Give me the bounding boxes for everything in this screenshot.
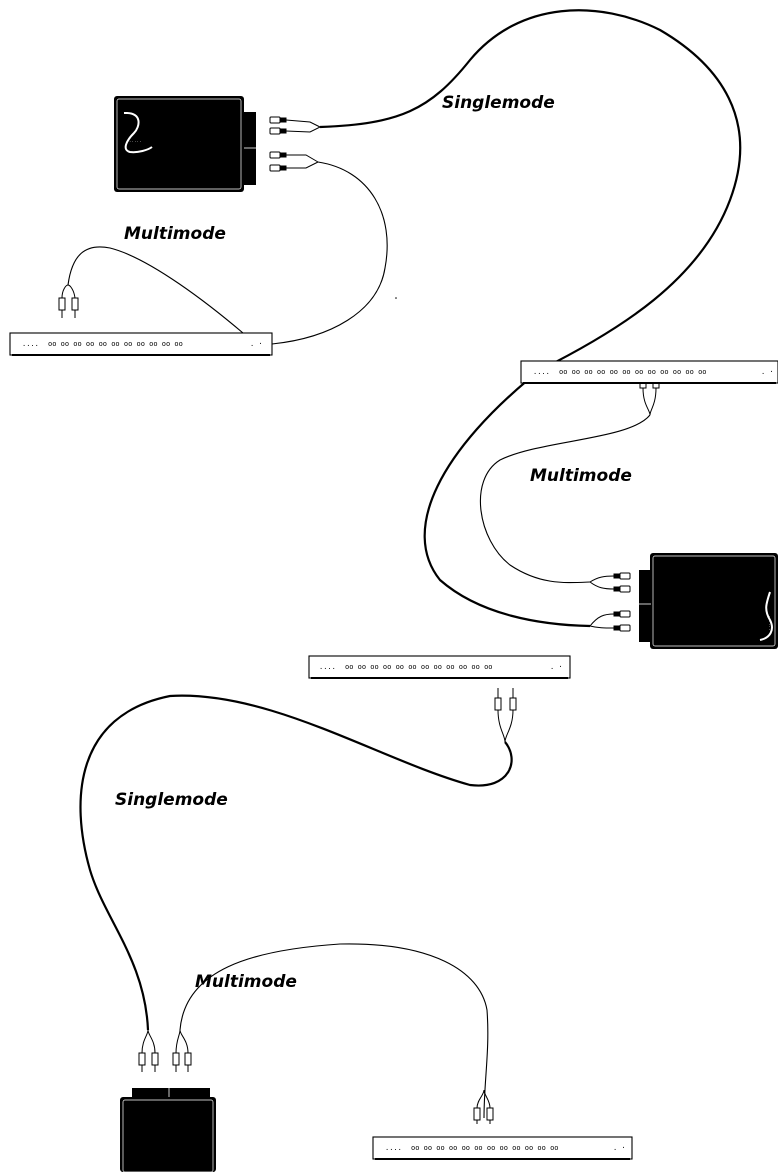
stray-dot <box>395 297 397 299</box>
connector-group-top-left-switch <box>58 297 79 318</box>
label-multimode-top-left: Multimode <box>124 224 226 244</box>
label-singlemode-top: Singlemode <box>442 93 555 113</box>
switch-bottom <box>372 1136 633 1160</box>
media-converter-right: · · · · · · <box>639 553 778 649</box>
multimode-cable-bottom <box>179 943 489 1119</box>
singlemode-cable-bottom <box>79 694 513 1031</box>
split-right-switch <box>642 387 657 416</box>
connector-group-middle-switch <box>494 688 517 711</box>
label-singlemode-bottom: Singlemode <box>115 790 228 810</box>
connectors <box>58 116 660 1124</box>
switch-bottom-text: .... oo oo oo oo oo oo oo oo oo oo oo oo… <box>373 1137 632 1159</box>
singlemode-cable-top <box>319 9 742 628</box>
cables <box>61 9 742 1119</box>
swoosh-logo-right <box>759 591 773 641</box>
status-dots: . · <box>761 368 774 376</box>
label-multimode-right: Multimode <box>530 466 632 486</box>
status-dots: . · <box>613 1144 626 1152</box>
multimode-cable-right <box>479 414 651 584</box>
connector-group-right-converter <box>613 572 631 632</box>
connector-group-bottom-converter <box>138 1052 192 1072</box>
connector-group-bottom-switch <box>473 1107 494 1124</box>
switch-middle <box>308 655 571 679</box>
led-indicators: .... <box>22 340 39 348</box>
switch-middle-text: .... oo oo oo oo oo oo oo oo oo oo oo oo… <box>309 656 570 678</box>
svg-text:· · · · · ·: · · · · · · <box>127 139 141 144</box>
switch-right <box>520 360 778 384</box>
status-dots: . · <box>250 340 263 348</box>
split-top-left-multimode <box>286 154 319 169</box>
led-indicators: .... <box>533 368 550 376</box>
switch-top-left <box>9 332 273 356</box>
status-dots: . · <box>550 663 563 671</box>
split-bottom-left <box>141 1029 156 1054</box>
split-bottom-switch <box>476 1089 491 1109</box>
split-right-converter-upper <box>589 575 615 590</box>
media-converter-bottom-left <box>120 1088 216 1172</box>
multimode-cable-top-left-a <box>271 161 388 345</box>
split-middle-switch <box>497 709 514 743</box>
port-row: oo oo oo oo oo oo oo oo oo oo oo oo <box>411 1144 559 1152</box>
led-indicators: .... <box>385 1144 402 1152</box>
led-indicators: .... <box>319 663 336 671</box>
port-row: oo oo oo oo oo oo oo oo oo oo oo oo <box>345 663 493 671</box>
split-right-converter-lower <box>589 613 615 629</box>
connector-group-top-left-converter <box>269 116 287 172</box>
switch-top-left-text: .... oo oo oo oo oo oo oo oo oo oo oo . … <box>10 333 272 355</box>
label-multimode-bottom: Multimode <box>195 972 297 992</box>
media-converter-top-left: · · · · · · <box>114 96 256 192</box>
swoosh-logo <box>123 111 153 154</box>
split-bottom-left-mm <box>175 1029 189 1054</box>
svg-text:· · · · · ·: · · · · · · <box>767 616 772 630</box>
port-row: oo oo oo oo oo oo oo oo oo oo oo oo <box>559 368 707 376</box>
split-top-left-switch <box>61 284 76 299</box>
split-top-left-singlemode <box>285 119 321 133</box>
multimode-cable-top-left-b <box>67 246 244 334</box>
port-row: oo oo oo oo oo oo oo oo oo oo oo <box>48 340 183 348</box>
switch-right-text: .... oo oo oo oo oo oo oo oo oo oo oo oo… <box>521 361 778 383</box>
